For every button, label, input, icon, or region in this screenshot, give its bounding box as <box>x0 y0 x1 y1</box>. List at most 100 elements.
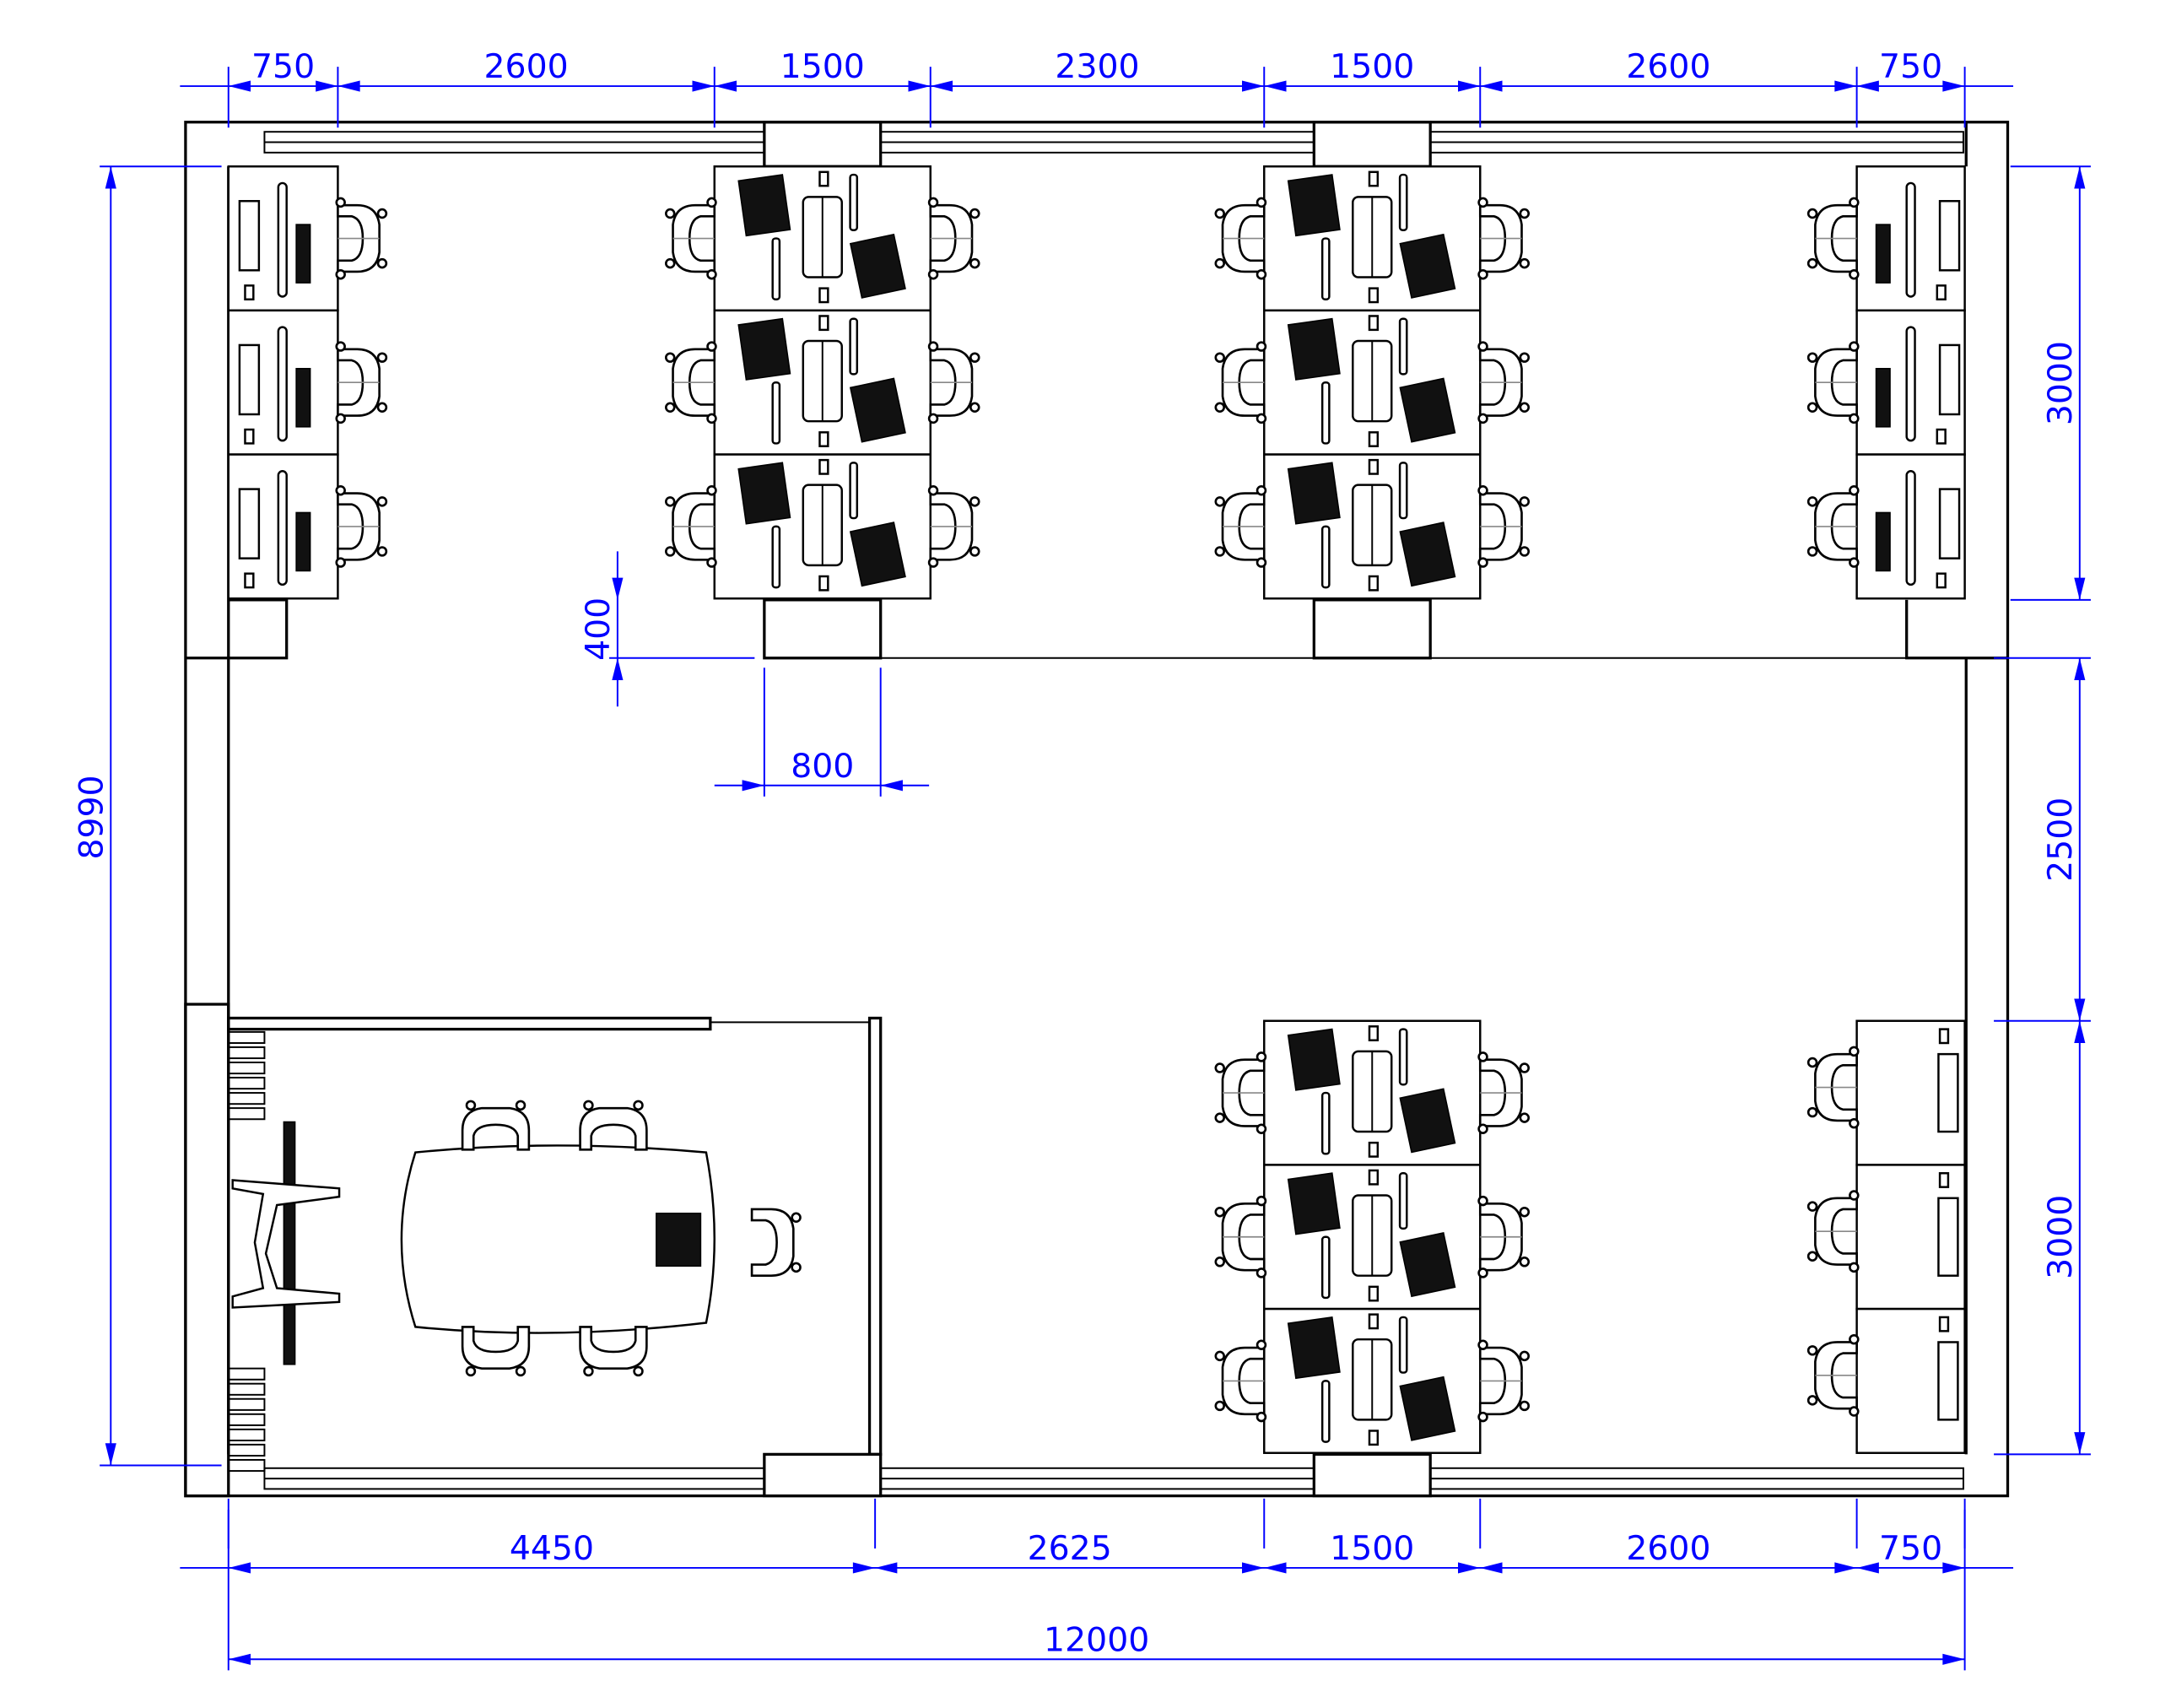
chair-caster <box>665 496 676 507</box>
column-right <box>1905 599 2008 660</box>
chair-caster <box>1806 1106 1818 1118</box>
chair-caster <box>1214 208 1225 219</box>
chair-caster <box>1256 1339 1267 1350</box>
phone-icon <box>1368 1285 1380 1302</box>
dimension-arrow <box>1834 1562 1857 1574</box>
chair-caster <box>665 402 676 413</box>
laptop-icon <box>1287 1172 1341 1235</box>
dimension-arrow <box>105 1443 116 1466</box>
chair-caster <box>969 257 980 269</box>
meeting-chair <box>461 1100 531 1151</box>
chair-caster <box>515 1365 526 1377</box>
dimension-arrow <box>1242 1562 1265 1574</box>
chair-caster <box>376 496 388 507</box>
dimension-arrow <box>1942 80 1965 92</box>
laptop-icon <box>1399 233 1456 299</box>
cabinet-handle <box>1937 1197 1959 1277</box>
monitor-icon <box>277 326 288 442</box>
meeting-room-glass-partition <box>867 1016 883 1457</box>
chair-shell <box>1221 492 1266 561</box>
chair-shell <box>1221 1058 1266 1127</box>
chair-caster <box>1256 1051 1267 1062</box>
chair <box>927 197 980 280</box>
phone-icon <box>818 170 829 187</box>
dimension-arrow <box>105 166 116 189</box>
wall-meeting-left <box>184 1003 230 1498</box>
window <box>1429 1467 1964 1490</box>
chair-caster <box>665 208 676 219</box>
monitor-icon <box>1398 317 1408 376</box>
chair-shell <box>1221 348 1266 417</box>
phone-icon <box>818 458 829 475</box>
chair <box>1214 197 1267 280</box>
dimension-arrow <box>852 1562 876 1574</box>
laptop-icon <box>1287 1316 1341 1380</box>
dimension-label: 2500 <box>2041 797 2080 882</box>
chair-caster <box>1849 197 1860 208</box>
chair-shell <box>337 348 381 417</box>
dimension-arrow <box>1242 80 1265 92</box>
laptop-icon <box>849 377 906 443</box>
phone-icon <box>1368 170 1380 187</box>
dimension-arrow <box>1480 80 1503 92</box>
chair-shell <box>1814 1341 1858 1410</box>
chair-caster <box>969 546 980 557</box>
chair-caster <box>335 197 346 208</box>
monitor-icon <box>849 462 859 520</box>
chair-caster <box>1806 546 1818 557</box>
laptop-icon <box>1399 1232 1456 1298</box>
laptop-icon <box>1399 522 1456 587</box>
chair-shell <box>461 1106 531 1151</box>
monitor-icon <box>1320 237 1331 300</box>
chair-caster <box>335 268 346 280</box>
chair-caster <box>1477 1339 1488 1350</box>
workstation-desk-double <box>1263 453 1482 600</box>
workstation-desk <box>1855 309 1966 456</box>
monitor-icon <box>277 181 288 298</box>
bookshelf-slat <box>227 1077 266 1090</box>
dimension-label: 4450 <box>510 1529 594 1568</box>
chair-caster <box>1214 1206 1225 1218</box>
chair-caster <box>1477 1411 1488 1423</box>
workstation-desk-double <box>1263 309 1482 456</box>
chair-caster <box>335 341 346 352</box>
monitor-icon <box>771 381 781 445</box>
phone-icon <box>1368 1313 1380 1330</box>
phone-icon <box>1368 1430 1380 1446</box>
chair <box>1214 1195 1267 1278</box>
bookshelf-slat <box>227 1397 266 1411</box>
keyboard-icon <box>295 511 311 572</box>
chair-caster <box>969 352 980 363</box>
laptop-stand-icon <box>238 200 261 272</box>
furniture <box>227 165 1966 1473</box>
chair-caster <box>969 496 980 507</box>
chair-caster <box>1256 1411 1267 1423</box>
chair <box>927 341 980 424</box>
monitor-icon <box>1320 381 1331 445</box>
chair-caster <box>927 268 939 280</box>
chair-caster <box>1849 1117 1860 1129</box>
dimension-arrow <box>742 780 764 792</box>
chair-caster <box>465 1100 477 1111</box>
chair-shell <box>337 203 381 273</box>
chair <box>335 341 388 424</box>
bookshelf-slat <box>227 1367 266 1381</box>
chair-caster <box>1256 197 1267 208</box>
dimension-arrow <box>2074 166 2086 189</box>
chair-shell <box>461 1326 531 1370</box>
chair-shell <box>1478 1058 1523 1127</box>
workstation-desk <box>227 165 339 312</box>
chair-caster <box>515 1100 526 1111</box>
cabinet-handle <box>1937 1052 1959 1133</box>
bookshelf-slat <box>227 1458 266 1473</box>
dimension-label: 2600 <box>1626 1529 1710 1568</box>
chair-caster <box>1214 1062 1225 1073</box>
laptop-stand-icon <box>238 488 261 559</box>
chair <box>335 197 388 280</box>
chair-caster <box>927 341 939 352</box>
overall-width-label: 12000 <box>1044 1620 1149 1659</box>
chair-caster <box>1214 546 1225 557</box>
window <box>879 1467 1315 1490</box>
dimension-arrow <box>2074 998 2086 1021</box>
